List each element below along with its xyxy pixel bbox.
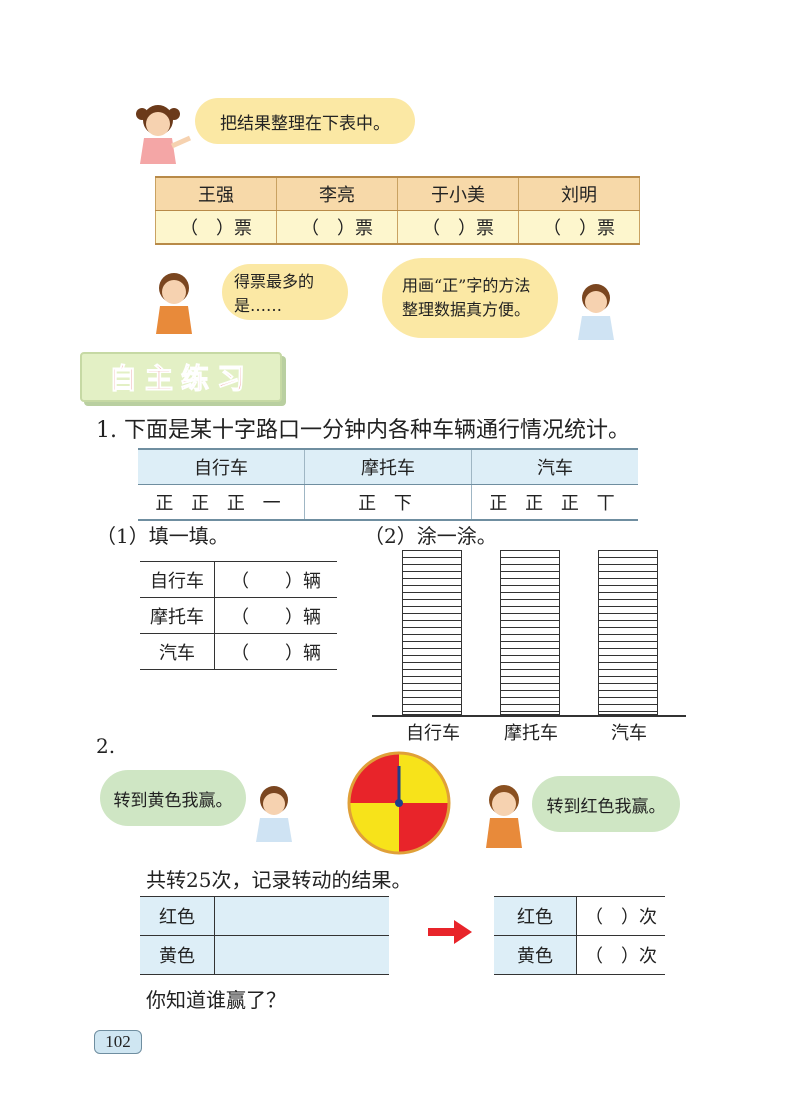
table-cell: （ ）票	[276, 210, 398, 245]
coloring-bar[interactable]	[500, 550, 560, 715]
answer-blank[interactable]: （ ）辆	[214, 597, 337, 634]
table-header: 刘明	[518, 176, 640, 211]
coloring-bar[interactable]	[598, 550, 658, 715]
spinner-wheel	[344, 748, 454, 858]
girl-character-icon	[140, 266, 210, 336]
table-header: 摩托车	[304, 448, 472, 485]
record-blank[interactable]	[214, 935, 389, 975]
tally-cell: 正 正 正 丅	[471, 484, 638, 521]
part-label: （2）涂一涂。	[364, 524, 497, 548]
row-label: 黄色	[494, 935, 577, 975]
girl-character-icon	[474, 778, 534, 848]
candidates-table: 王强 李亮 于小美 刘明 （ ）票 （ ）票 （ ）票 （ ）票	[155, 176, 640, 245]
speech-bubble: 把结果整理在下表中。	[195, 98, 415, 144]
table-cell: （ ）票	[155, 210, 277, 245]
speech-bubble: 用画“正”字的方法整理数据真方便。	[382, 258, 558, 338]
tally-cell: 正 正 正 一	[138, 484, 305, 521]
result-table: 红色 （ ）次 黄色 （ ）次	[494, 896, 665, 975]
table-cell: （ ）票	[397, 210, 519, 245]
speech-bubble: 得票最多的是……	[222, 264, 348, 320]
table-header: 于小美	[397, 176, 519, 211]
part-label: （1）填一填。	[96, 524, 229, 548]
table-header: 王强	[155, 176, 277, 211]
table-header: 自行车	[138, 448, 305, 485]
coloring-bar[interactable]	[402, 550, 462, 715]
boy-character-icon	[246, 780, 302, 842]
tally-cell: 正 下	[304, 484, 472, 521]
section-banner: 自主练习	[80, 352, 282, 402]
boy-character-icon	[566, 278, 626, 340]
row-label: 黄色	[140, 935, 215, 975]
arrow-right-icon	[428, 920, 472, 944]
row-label: 摩托车	[140, 597, 215, 634]
fill-table: 自行车 （ ）辆 摩托车 （ ）辆 汽车 （ ）辆	[140, 561, 337, 670]
answer-blank[interactable]: （ ）辆	[214, 561, 337, 598]
answer-blank[interactable]: （ ）次	[576, 896, 665, 936]
record-table: 红色 黄色	[140, 896, 389, 975]
row-label: 红色	[494, 896, 577, 936]
row-label: 自行车	[140, 561, 215, 598]
table-header: 汽车	[471, 448, 638, 485]
x-axis	[372, 715, 686, 717]
bar-label: 自行车	[406, 723, 460, 744]
girl-character-icon	[128, 98, 198, 168]
instruction-text: 共转25次，记录转动的结果。	[146, 868, 412, 892]
table-cell: （ ）票	[518, 210, 640, 245]
row-label: 汽车	[140, 633, 215, 670]
page-number: 102	[94, 1030, 142, 1054]
table-header: 李亮	[276, 176, 398, 211]
record-blank[interactable]	[214, 896, 389, 936]
answer-blank[interactable]: （ ）次	[576, 935, 665, 975]
bar-label: 摩托车	[504, 723, 558, 744]
question-title: 1. 下面是某十字路口一分钟内各种车辆通行情况统计。	[96, 418, 630, 443]
answer-blank[interactable]: （ ）辆	[214, 633, 337, 670]
question-text: 你知道谁赢了？	[146, 988, 286, 1012]
tally-table: 自行车 摩托车 汽车 正 正 正 一 正 下 正 正 正 丅	[138, 448, 638, 521]
speech-bubble: 转到红色我赢。	[532, 776, 680, 832]
speech-bubble: 转到黄色我赢。	[100, 770, 246, 826]
question-number: 2.	[96, 734, 116, 758]
bar-label: 汽车	[611, 723, 647, 744]
row-label: 红色	[140, 896, 215, 936]
